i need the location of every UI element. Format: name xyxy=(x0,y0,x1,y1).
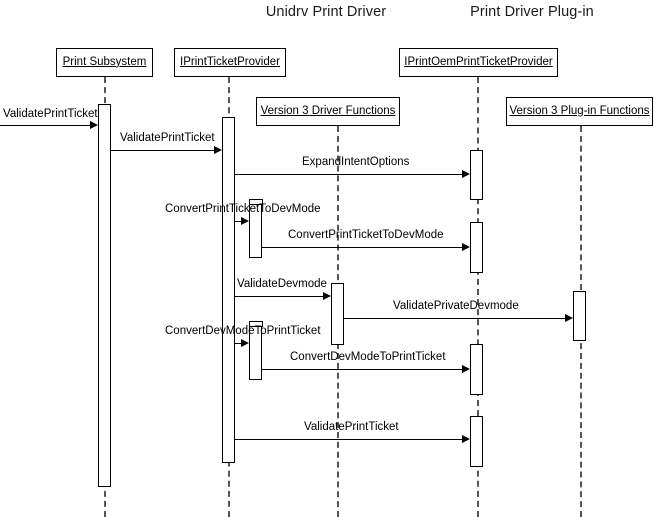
message-label-validate-print-ticket-oem: ValidatePrintTicket xyxy=(304,421,399,433)
actor-label-iprintoemprintticketprovider: IPrintOemPrintTicketProvider xyxy=(404,55,553,68)
message-label-validate-private-devmode: ValidatePrivateDevmode xyxy=(393,300,519,312)
activation-bar-print-subsystem xyxy=(98,104,111,487)
actor-box-version3-driver-functions[interactable]: Version 3 Driver Functions xyxy=(256,97,400,126)
message-arrowhead-validate-private-devmode xyxy=(565,313,573,322)
message-arrowhead-convert-print-ticket-to-devmode-oem xyxy=(462,242,470,251)
lifeline-iprintoemprintticketprovider xyxy=(477,77,479,517)
actor-box-iprintoemprintticketprovider[interactable]: IPrintOemPrintTicketProvider xyxy=(399,48,558,77)
message-selfhook-convert-print-ticket-to-devmode xyxy=(249,199,263,205)
actor-box-print-subsystem[interactable]: Print Subsystem xyxy=(56,48,153,77)
activation-bar-iprintticketprovider-convert-devmode-to-printticket xyxy=(249,326,262,380)
message-arrowhead-convert-print-ticket-to-devmode-self xyxy=(241,216,249,225)
activation-bar-version3-plugin-validate-private-devmode xyxy=(573,291,586,341)
message-line-validate-print-ticket-itp xyxy=(111,150,215,151)
message-selfhook-convert-devmode-to-print-ticket xyxy=(249,321,263,327)
message-line-validate-print-ticket-oem xyxy=(235,439,463,440)
message-arrowhead-convert-devmode-to-print-ticket-self xyxy=(241,338,249,347)
message-line-validate-print-ticket-entry xyxy=(0,125,90,126)
activation-bar-iprintoem-convert-devmode-to-printticket xyxy=(470,344,483,395)
activation-bar-version3-driver-functions-validate-devmode xyxy=(331,283,344,345)
message-line-convert-print-ticket-to-devmode-oem xyxy=(262,247,463,248)
message-line-validate-devmode xyxy=(235,296,324,297)
actor-label-version3-plugin-functions: Version 3 Plug-in Functions xyxy=(509,104,650,117)
message-label-expand-intent-options: ExpandIntentOptions xyxy=(302,156,410,168)
message-label-convert-print-ticket-to-devmode-oem: ConvertPrintTicketToDevMode xyxy=(288,229,444,241)
message-label-convert-devmode-to-print-ticket-oem: ConvertDevModeToPrintTicket xyxy=(290,351,446,363)
message-label-convert-devmode-to-print-ticket-self: ConvertDevModeToPrintTicket xyxy=(165,325,321,337)
message-line-convert-print-ticket-to-devmode-self xyxy=(235,221,242,222)
message-arrowhead-validate-print-ticket-entry xyxy=(90,120,98,129)
message-arrowhead-validate-print-ticket-oem xyxy=(462,434,470,443)
message-line-expand-intent-options xyxy=(235,174,463,175)
activation-bar-iprintoem-convert-printticket-to-devmode xyxy=(470,222,483,273)
message-label-validate-print-ticket-itp: ValidatePrintTicket xyxy=(120,132,215,144)
group-title-print-driver-plugin: Print Driver Plug-in xyxy=(470,4,594,20)
message-line-convert-devmode-to-print-ticket-oem xyxy=(262,369,463,370)
message-arrowhead-validate-devmode xyxy=(323,291,331,300)
activation-bar-iprintoem-expand-intent-options xyxy=(470,150,483,200)
activation-bar-iprintticketprovider-main xyxy=(222,117,235,463)
message-arrowhead-validate-print-ticket-itp xyxy=(214,145,222,154)
message-line-validate-private-devmode xyxy=(344,318,566,319)
group-title-unidrv-print-driver: Unidrv Print Driver xyxy=(265,4,387,20)
actor-box-version3-plugin-functions[interactable]: Version 3 Plug-in Functions xyxy=(506,97,653,126)
message-label-validate-devmode: ValidateDevmode xyxy=(237,278,327,290)
message-arrowhead-convert-devmode-to-print-ticket-oem xyxy=(462,364,470,373)
message-label-validate-print-ticket-entry: ValidatePrintTicket xyxy=(3,108,98,120)
actor-label-version3-driver-functions: Version 3 Driver Functions xyxy=(260,104,396,117)
message-arrowhead-expand-intent-options xyxy=(462,169,470,178)
message-label-convert-print-ticket-to-devmode-self: ConvertPrintTicketToDevMode xyxy=(165,203,321,215)
activation-bar-iprintticketprovider-convert-printticket-to-devmode xyxy=(249,204,262,258)
message-line-convert-devmode-to-print-ticket-self xyxy=(235,343,242,344)
actor-label-iprintticketprovider: IPrintTicketProvider xyxy=(180,55,280,68)
actor-box-iprintticketprovider[interactable]: IPrintTicketProvider xyxy=(174,48,286,77)
activation-bar-iprintoem-validate-printticket xyxy=(470,416,483,467)
actor-label-print-subsystem: Print Subsystem xyxy=(62,55,147,68)
